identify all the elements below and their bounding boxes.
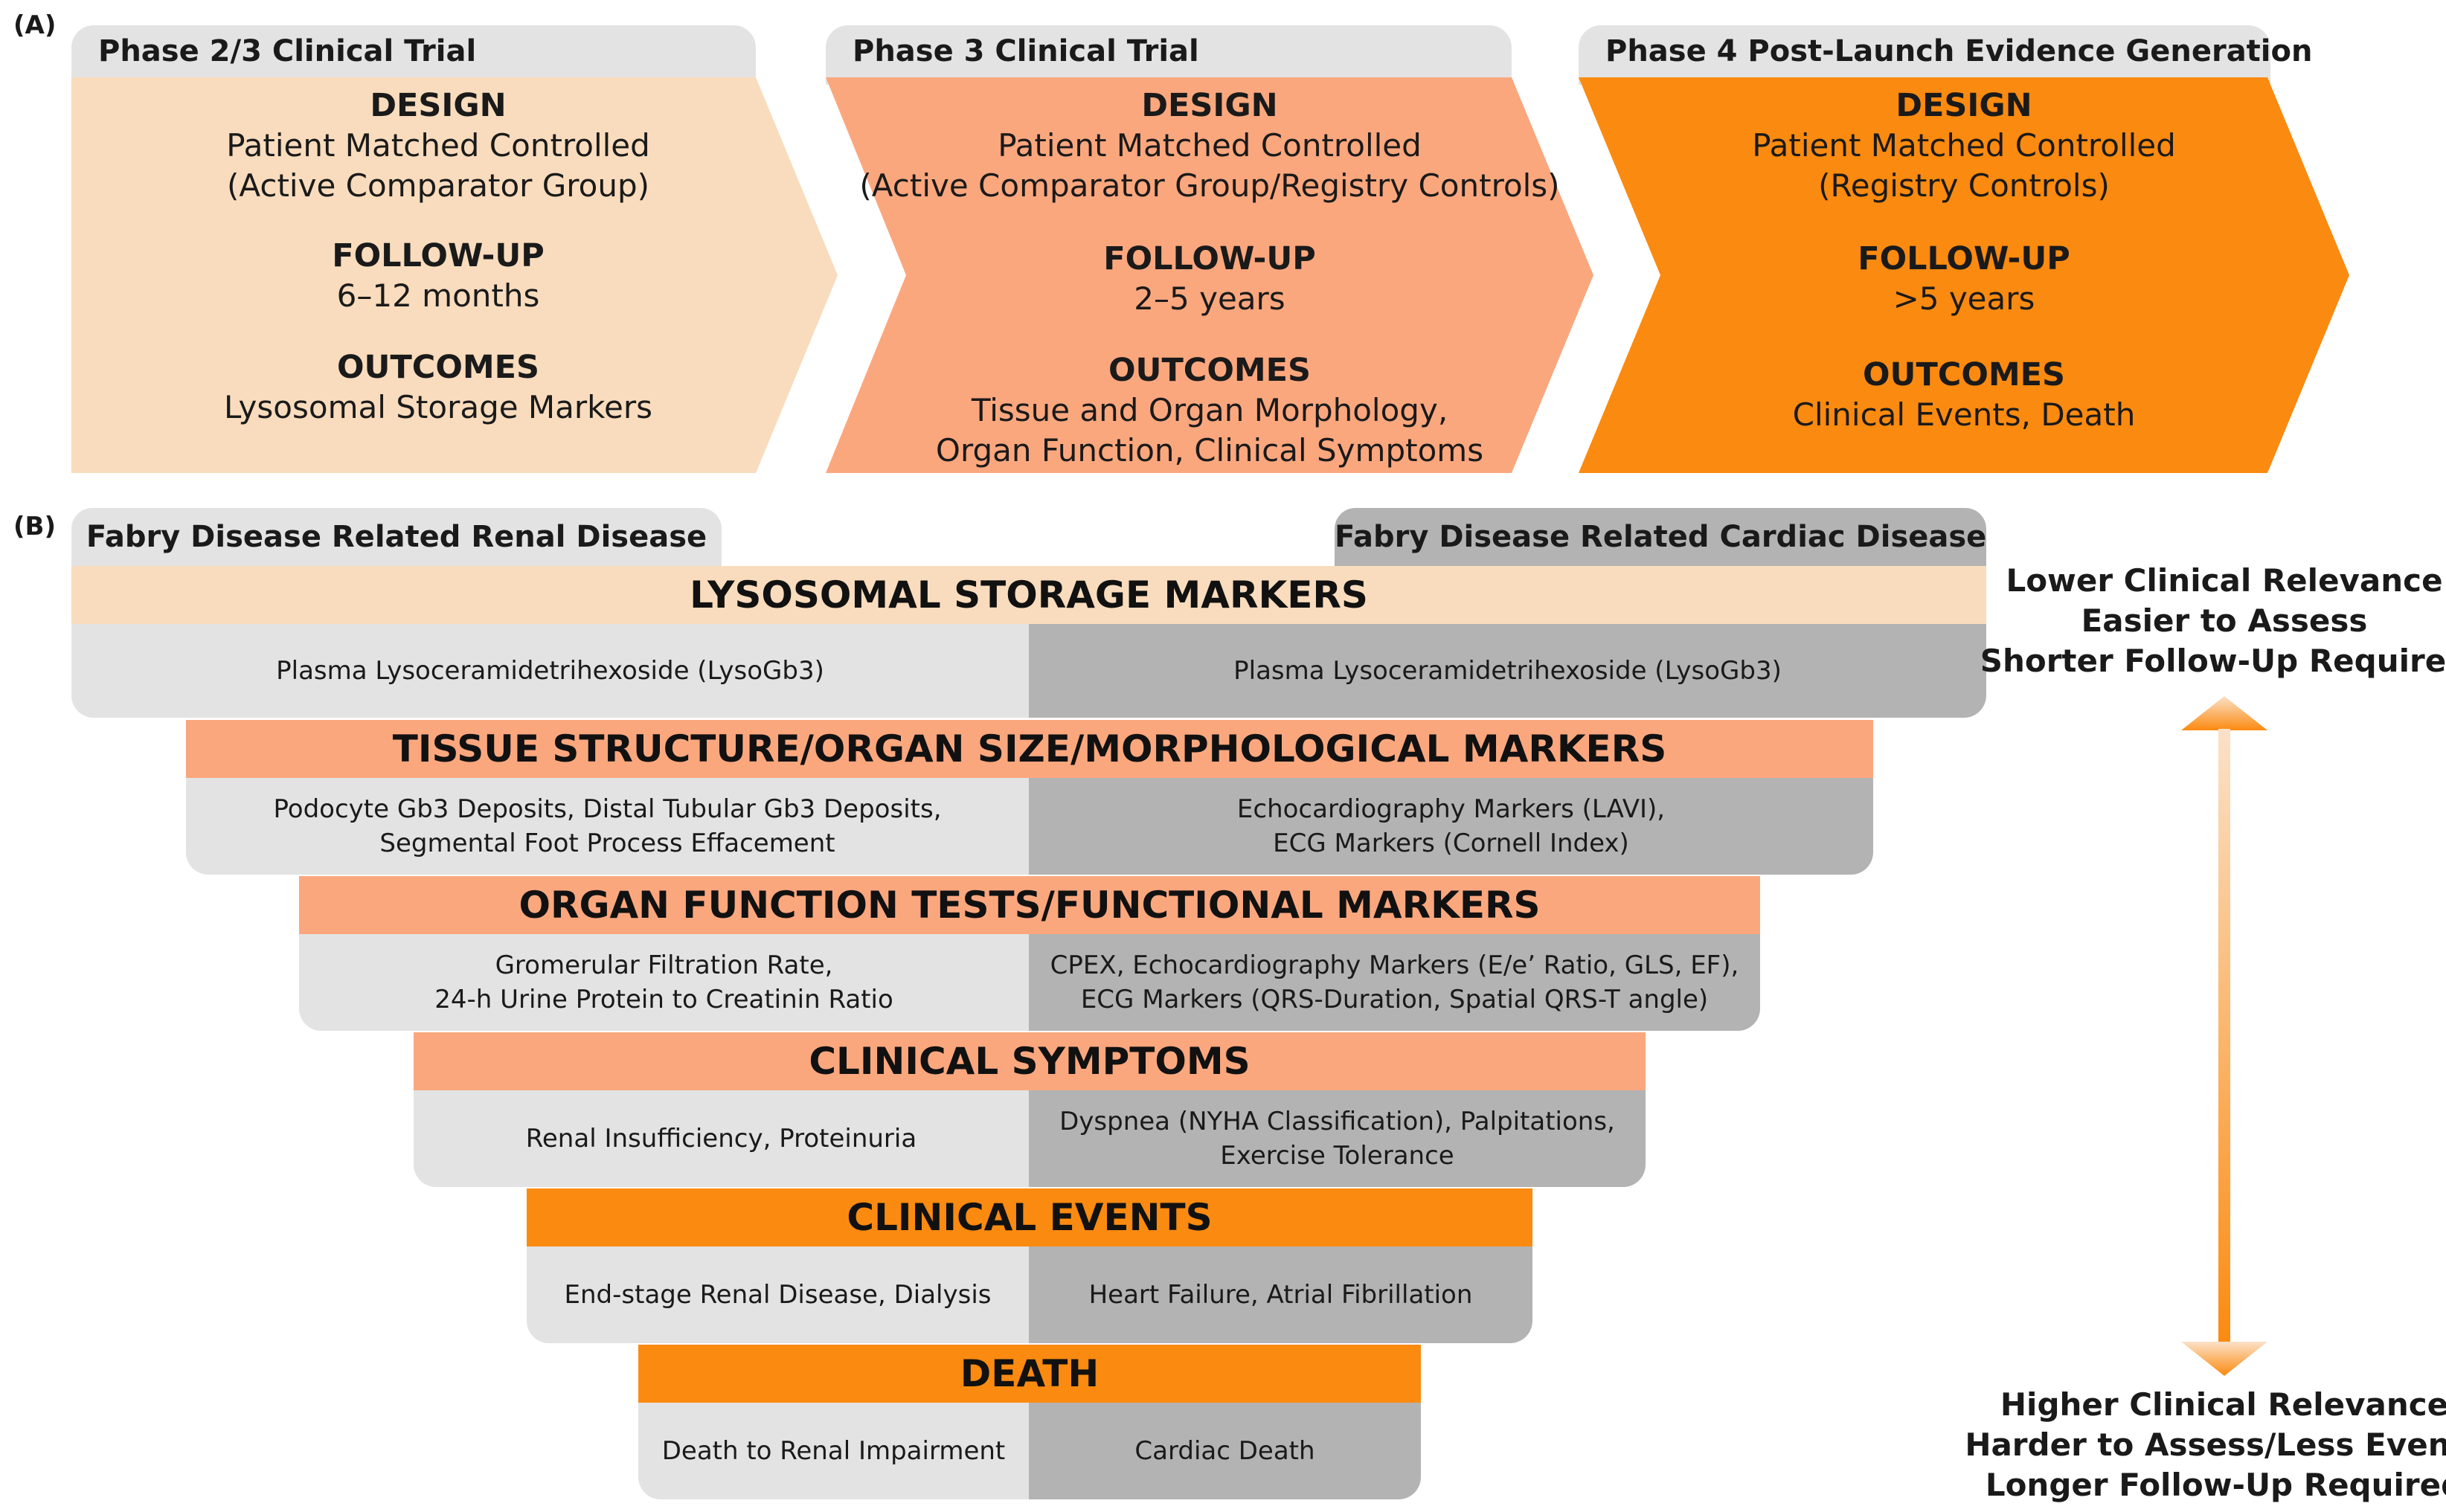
tier-5-renal-line-1: End-stage Renal Disease, Dialysis [564,1280,992,1310]
phase-1-design-line-2: (Active Comparator Group) [226,167,650,204]
tier-2-cardiac-line-1: Echocardiography Markers (LAVI), [1236,794,1666,824]
panel-b-label: (B) [13,512,56,541]
phase-3-followup: >5 years [1893,280,2035,317]
tier-4-cardiac-line-1: Dyspnea (NYHA Classification), Palpitati… [1059,1107,1615,1136]
tier-3-renal-line-1: Gromerular Filtration Rate, [495,950,833,980]
bottom-caption: Higher Clinical Relevance Harder to Asse… [1964,1385,2446,1505]
phase-3-design-line-1: Patient Matched Controlled [1752,127,2176,164]
tier-4-renal-line-1: Renal Insufficiency, Proteinuria [525,1124,917,1154]
phase-3-tab: Phase 4 Post-Launch Evidence Generation [1579,25,2312,85]
phase-1-design-heading: DESIGN [370,87,507,124]
tier-1-renal-line-1: Plasma Lysoceramidetrihexoside (LysoGb3) [276,656,824,686]
phase-1-followup: 6–12 months [336,277,540,314]
tier-6-renal-cell: Death to Renal Impairment [638,1403,1029,1499]
phase-2-design-line-2: (Active Comparator Group/Registry Contro… [859,167,1560,204]
phase-2-outcomes-line-1: Tissue and Organ Morphology, [971,392,1448,428]
phase-2-tab: Phase 3 Clinical Trial [826,25,1512,85]
tier-1-title: LYSOSOMAL STORAGE MARKERS [71,566,1986,624]
tier-6-renal-line-1: Death to Renal Impairment [661,1436,1006,1466]
tier-2-cardiac-cell: Echocardiography Markers (LAVI), ECG Mar… [1029,778,1873,875]
phase-1-outcomes-line-1: Lysosomal Storage Markers [224,389,652,425]
tier-1-cardiac-line-1: Plasma Lysoceramidetrihexoside (LysoGb3) [1233,656,1782,686]
tier-3-cardiac-line-1: CPEX, Echocardiography Markers (E/e’ Rat… [1050,950,1739,980]
tier-lysosomal-storage: LYSOSOMAL STORAGE MARKERS Plasma Lysocer… [71,566,1986,718]
phase-3-content: DESIGN Patient Matched Controlled (Regis… [1579,77,2349,473]
top-caption-line-2: Easier to Assess [2081,602,2368,639]
tier-4-cardiac-line-2: Exercise Tolerance [1220,1141,1454,1171]
tier-4-cardiac-cell: Dyspnea (NYHA Classification), Palpitati… [1029,1090,1646,1187]
top-caption: Lower Clinical Relevance Easier to Asses… [1964,561,2446,681]
tier-organ-function: ORGAN FUNCTION TESTS/FUNCTIONAL MARKERS … [299,876,1760,1031]
bottom-caption-line-2: Harder to Assess/Less Events [1965,1426,2446,1463]
phase-3-followup-heading: FOLLOW-UP [1858,240,2070,277]
tier-2-title: TISSUE STRUCTURE/ORGAN SIZE/MORPHOLOGICA… [186,720,1873,778]
tier-1-renal-cell: Plasma Lysoceramidetrihexoside (LysoGb3) [71,624,1029,718]
tier-4-title: CLINICAL SYMPTOMS [414,1032,1646,1090]
tier-2-renal-line-1: Podocyte Gb3 Deposits, Distal Tubular Gb… [273,794,942,824]
phase-1-design-line-1: Patient Matched Controlled [226,127,650,164]
tier-3-renal-cell: Gromerular Filtration Rate, 24-h Urine P… [299,934,1029,1031]
top-caption-line-1: Lower Clinical Relevance [2006,562,2443,599]
phase-2-design-heading: DESIGN [1141,87,1278,124]
arrow-head-up [2181,696,2267,730]
panel-a-label: (A) [13,10,57,40]
tier-3-title: ORGAN FUNCTION TESTS/FUNCTIONAL MARKERS [299,876,1760,934]
tier-3-cardiac-cell: CPEX, Echocardiography Markers (E/e’ Rat… [1029,934,1760,1031]
phase-1-followup-heading: FOLLOW-UP [332,237,545,274]
phase-2-chevron [826,77,1593,473]
arrow-shaft [2218,729,2230,1343]
phase-2-design-line-1: Patient Matched Controlled [998,127,1422,164]
phase-2-content: DESIGN Patient Matched Controlled (Activ… [826,77,1593,473]
phase-3-design-line-2: (Registry Controls) [1818,167,2110,204]
phase-3-outcomes-heading: OUTCOMES [1862,356,2066,393]
phase-1-outcomes-heading: OUTCOMES [336,349,540,386]
phase-chevrons [71,77,2349,473]
tier-6-title: DEATH [638,1345,1421,1403]
phase-3-design-heading: DESIGN [1896,87,2032,124]
phase-1-content: DESIGN Patient Matched Controlled (Activ… [71,77,805,473]
arrow-head-down [2181,1342,2267,1376]
phase-1-tab: Phase 2/3 Clinical Trial [71,25,756,85]
phase-1-chevron [71,77,838,473]
tier-3-cardiac-line-2: ECG Markers (QRS-Duration, Spatial QRS-T… [1080,985,1709,1014]
phase-2-outcomes-heading: OUTCOMES [1108,352,1312,389]
tier-5-cardiac-cell: Heart Failure, Atrial Fibrillation [1029,1246,1532,1343]
tier-4-renal-cell: Renal Insufficiency, Proteinuria [414,1090,1029,1187]
tier-3-renal-line-2: 24-h Urine Protein to Creatinin Ratio [434,985,893,1014]
tier-clinical-events: CLINICAL EVENTS End-stage Renal Disease,… [527,1188,1532,1343]
tier-5-cardiac-line-1: Heart Failure, Atrial Fibrillation [1088,1280,1473,1310]
tier-6-cardiac-cell: Cardiac Death [1029,1403,1421,1499]
bottom-caption-line-1: Higher Clinical Relevance [2000,1386,2446,1423]
tier-1-cardiac-cell: Plasma Lysoceramidetrihexoside (LysoGb3) [1029,624,1986,718]
tier-death: DEATH Death to Renal Impairment Cardiac … [638,1345,1421,1499]
top-caption-line-3: Shorter Follow-Up Required [1980,643,2446,679]
tier-5-renal-cell: End-stage Renal Disease, Dialysis [527,1246,1029,1343]
renal-disease-tab: Fabry Disease Related Renal Disease [71,508,722,566]
tier-2-cardiac-line-2: ECG Markers (Cornell Index) [1273,829,1629,858]
tier-2-renal-cell: Podocyte Gb3 Deposits, Distal Tubular Gb… [186,778,1029,875]
phase-2-followup: 2–5 years [1134,280,1285,317]
tier-6-cardiac-line-1: Cardiac Death [1134,1436,1315,1466]
phase-3-outcomes-line-1: Clinical Events, Death [1792,396,2136,433]
phase-2-followup-heading: FOLLOW-UP [1103,240,1316,277]
phase-2-outcomes-line-2: Organ Function, Clinical Symptoms [935,432,1484,469]
bottom-caption-line-3: Longer Follow-Up Required [1985,1467,2446,1503]
tier-2-renal-line-2: Segmental Foot Process Effacement [379,829,835,858]
cardiac-disease-tab: Fabry Disease Related Cardiac Disease [1335,508,1986,566]
phase-3-chevron [1579,77,2349,473]
tier-morphological-markers: TISSUE STRUCTURE/ORGAN SIZE/MORPHOLOGICA… [186,720,1873,875]
tier-clinical-symptoms: CLINICAL SYMPTOMS Renal Insufficiency, P… [414,1032,1646,1187]
double-arrow-icon [2181,696,2267,1376]
tier-5-title: CLINICAL EVENTS [527,1188,1532,1246]
